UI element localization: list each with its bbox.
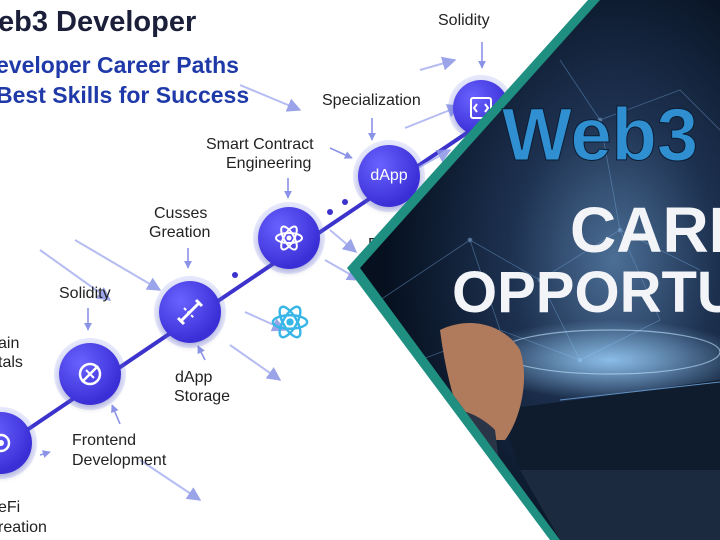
flow-arrows <box>39 56 462 501</box>
label-cusses-line2: Greation <box>149 224 211 241</box>
label-frontend-line2: Development <box>72 452 167 469</box>
label-dapp-storage-line1: dApp <box>175 369 213 386</box>
label-solidity-top: Solidity <box>438 12 490 29</box>
label-smart-contract-line2: Engineering <box>226 155 312 172</box>
label-fundamentals-line1: ain <box>0 335 20 352</box>
label-specialization: Specialization <box>322 92 421 109</box>
label-smart-contract-line1: Smart Contract <box>206 136 314 153</box>
photo-headline-web3: Web3 <box>502 93 698 176</box>
label-frontend-line1: Frontend <box>72 432 137 449</box>
node-fundamentals <box>59 343 121 405</box>
label-defi-line2: reation <box>0 519 47 536</box>
label-solidity-mid: Solidity <box>59 285 111 302</box>
node-cusses-greation <box>258 207 320 269</box>
page-subtitle-line2: Best Skills for Success <box>0 82 250 108</box>
pointer-arrows <box>39 42 486 458</box>
node-solidity <box>159 281 221 343</box>
react-atom-icon <box>271 305 309 339</box>
path-dots <box>232 199 348 278</box>
photo-headline-opportunities: OPPORTU <box>452 260 720 325</box>
label-fundamentals-line2: tals <box>0 354 23 371</box>
label-defi-line1: eFi <box>0 499 21 516</box>
label-dapp-storage-line2: Storage <box>174 388 231 405</box>
photo-headline-career: CARE <box>570 194 720 266</box>
dapp-node-label: dApp <box>370 167 408 184</box>
node-dapp: dApp <box>358 145 420 207</box>
blockchain-link-icon <box>78 362 102 386</box>
page-title: eb3 Developer <box>0 6 197 38</box>
label-cusses-line1: Cusses <box>154 205 208 222</box>
page-subtitle-line1: eveloper Career Paths <box>0 52 239 78</box>
wrench-tools-icon <box>176 298 204 326</box>
gear-icon <box>0 433 11 453</box>
react-atom-icon <box>275 225 303 251</box>
